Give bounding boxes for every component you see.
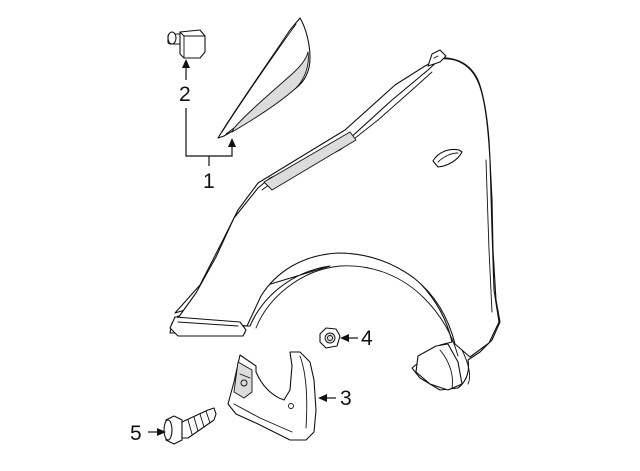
callout-4-leader [340,334,358,342]
screw[interactable] [163,407,217,445]
nut[interactable] [319,327,341,349]
callout-2-label: 2 [179,83,191,106]
callout-2-leader [182,59,190,80]
retaining-clip[interactable] [167,29,206,59]
callout-4-label: 4 [361,327,373,350]
fender-panel[interactable] [169,49,501,391]
callout-3-leader [318,394,336,402]
fender-trim-molding[interactable] [217,17,311,139]
callout-5-label: 5 [130,422,142,445]
callout-3-label: 3 [340,387,352,410]
callout-1-label: 1 [203,170,215,193]
callout-5-leader [148,428,166,436]
callout-1-leader [185,108,236,166]
mud-guard[interactable] [227,351,317,441]
